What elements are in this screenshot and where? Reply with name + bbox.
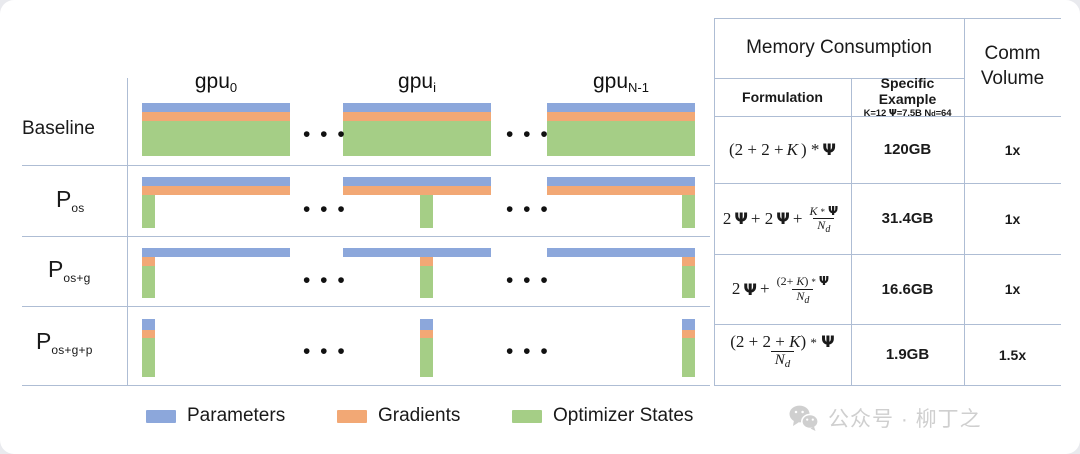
legend-item-gradients: Gradients bbox=[337, 405, 460, 427]
table-border-left bbox=[714, 18, 715, 385]
bar-baseline-gpu0-gradients bbox=[142, 112, 290, 121]
bar-posgp-gpu0-gradients bbox=[142, 330, 155, 338]
bar-posgp-gpu0-parameters bbox=[142, 319, 155, 330]
bar-baseline-gpu0-optimizer bbox=[142, 121, 290, 156]
row-label-p-os-g: Pos+g bbox=[48, 256, 91, 285]
legend-item-parameters: Parameters bbox=[146, 405, 285, 427]
bar-pos-gpun-parameters bbox=[547, 177, 695, 186]
row-label-p-os: Pos bbox=[56, 186, 85, 215]
bar-posg-gpun-parameters bbox=[547, 248, 695, 257]
table-header-formulation: Formulation bbox=[742, 89, 823, 105]
bar-posg-gpun-gradients bbox=[682, 257, 695, 266]
row-divider-2 bbox=[22, 236, 710, 237]
table-border-bottom bbox=[714, 385, 1061, 386]
wechat-icon bbox=[789, 405, 819, 431]
legend-label-gradients: Gradients bbox=[378, 405, 461, 426]
row-label-baseline: Baseline bbox=[22, 118, 95, 139]
table-formula-p-os-g-p: (2 + 2 + K) * Ψ Nd bbox=[730, 332, 835, 371]
table-specific-p-os-g-p: 1.9GB bbox=[885, 346, 930, 363]
legend-label-optimizer-states: Optimizer States bbox=[553, 405, 694, 426]
table-row-divider-2 bbox=[714, 254, 1061, 255]
bar-baseline-gpun-optimizer bbox=[547, 121, 695, 156]
bar-baseline-gpui-gradients bbox=[343, 112, 491, 121]
gpu-header-i: gpui bbox=[398, 70, 436, 95]
bar-posg-gpui-parameters bbox=[343, 248, 491, 257]
table-header-comm-volume: Comm Volume bbox=[964, 18, 1061, 116]
bar-pos-gpun-gradients bbox=[547, 186, 695, 195]
table-specific-p-os-g: 16.6GB bbox=[881, 280, 934, 298]
ellipsis-posg-1: • • • bbox=[303, 269, 347, 292]
table-col-divider-comm bbox=[964, 18, 965, 385]
table-comm-baseline: 1x bbox=[1004, 141, 1021, 158]
bar-pos-gpu0-gradients bbox=[142, 186, 290, 195]
legend-swatch-optimizer-states bbox=[512, 409, 542, 423]
ellipsis-baseline-2: • • • bbox=[506, 123, 550, 146]
table-row-divider-3 bbox=[714, 324, 1061, 325]
gpu-header-0: gpu0 bbox=[194, 70, 238, 95]
bar-posg-gpu0-optimizer bbox=[142, 266, 155, 298]
bar-baseline-gpui-optimizer bbox=[343, 121, 491, 156]
legend-label-parameters: Parameters bbox=[187, 405, 286, 426]
label-column-divider bbox=[127, 78, 128, 385]
bar-posgp-gpui-gradients bbox=[420, 330, 433, 338]
bar-posg-gpui-optimizer bbox=[420, 266, 433, 298]
specific-example-params: K=12 Ψ=7.5B Nd=64 bbox=[863, 108, 952, 119]
row-label-p-os-g-p: Pos+g+p bbox=[36, 328, 93, 357]
table-formula-baseline: (2 + 2 + K) * Ψ bbox=[729, 139, 836, 160]
table-comm-p-os-g: 1x bbox=[1004, 281, 1021, 297]
bar-posg-gpu0-gradients bbox=[142, 257, 155, 266]
bar-posgp-gpu0-optimizer bbox=[142, 338, 155, 377]
table-header-specific-example: Specific Example K=12 Ψ=7.5B Nd=64 bbox=[851, 75, 964, 119]
bar-pos-gpu0-optimizer bbox=[142, 195, 155, 228]
table-header-memory-consumption: Memory Consumption bbox=[746, 37, 932, 58]
bar-posgp-gpui-parameters bbox=[420, 319, 433, 330]
bar-baseline-gpui-parameters bbox=[343, 103, 491, 112]
bar-pos-gpui-gradients bbox=[343, 186, 491, 195]
legend-swatch-gradients bbox=[337, 409, 367, 423]
bar-posg-gpun-optimizer bbox=[682, 266, 695, 298]
bar-pos-gpui-optimizer bbox=[420, 195, 433, 228]
bar-posgp-gpui-optimizer bbox=[420, 338, 433, 377]
bar-pos-gpu0-parameters bbox=[142, 177, 290, 186]
comm-volume-line1: Comm bbox=[984, 43, 1041, 65]
row-divider-4 bbox=[22, 385, 710, 386]
ellipsis-baseline-1: • • • bbox=[303, 123, 347, 146]
ellipsis-posgp-2: • • • bbox=[506, 340, 550, 363]
row-divider-3 bbox=[22, 306, 710, 307]
bar-posgp-gpun-parameters bbox=[682, 319, 695, 330]
table-border-top bbox=[714, 18, 1061, 19]
row-divider-1 bbox=[22, 165, 710, 166]
table-comm-p-os: 1x bbox=[1004, 210, 1021, 227]
table-comm-p-os-g-p: 1.5x bbox=[998, 346, 1027, 363]
watermark: 公众号 · 柳丁之 bbox=[779, 399, 996, 437]
bar-pos-gpui-parameters bbox=[343, 177, 491, 186]
bar-pos-gpun-optimizer bbox=[682, 195, 695, 228]
bar-baseline-gpun-parameters bbox=[547, 103, 695, 112]
bar-baseline-gpu0-parameters bbox=[142, 103, 290, 112]
table-header1-divider bbox=[714, 78, 964, 79]
table-specific-baseline: 120GB bbox=[883, 141, 932, 158]
bar-posgp-gpun-gradients bbox=[682, 330, 695, 338]
memory-consumption-table: Memory Consumption Comm Volume Formulati… bbox=[714, 18, 1061, 388]
ellipsis-posg-2: • • • bbox=[506, 269, 550, 292]
ellipsis-posgp-1: • • • bbox=[303, 340, 347, 363]
ellipsis-pos-1: • • • bbox=[303, 198, 347, 221]
gpu-header-n-1: gpuN-1 bbox=[593, 70, 649, 95]
specific-example-title: Specific Example bbox=[878, 75, 937, 107]
ellipsis-pos-2: • • • bbox=[506, 198, 550, 221]
bar-posg-gpui-gradients bbox=[420, 257, 433, 266]
legend-item-optimizer-states: Optimizer States bbox=[512, 405, 693, 427]
bar-posgp-gpun-optimizer bbox=[682, 338, 695, 377]
bar-posg-gpu0-parameters bbox=[142, 248, 290, 257]
legend-swatch-parameters bbox=[146, 409, 176, 423]
comm-volume-line2: Volume bbox=[980, 68, 1045, 89]
table-row-divider-1 bbox=[714, 183, 1061, 184]
bar-baseline-gpun-gradients bbox=[547, 112, 695, 121]
table-specific-p-os: 31.4GB bbox=[881, 210, 934, 227]
watermark-text: 公众号 · 柳丁之 bbox=[828, 408, 982, 431]
table-header2-divider bbox=[714, 116, 1061, 117]
table-col-divider-formulation bbox=[851, 78, 852, 385]
